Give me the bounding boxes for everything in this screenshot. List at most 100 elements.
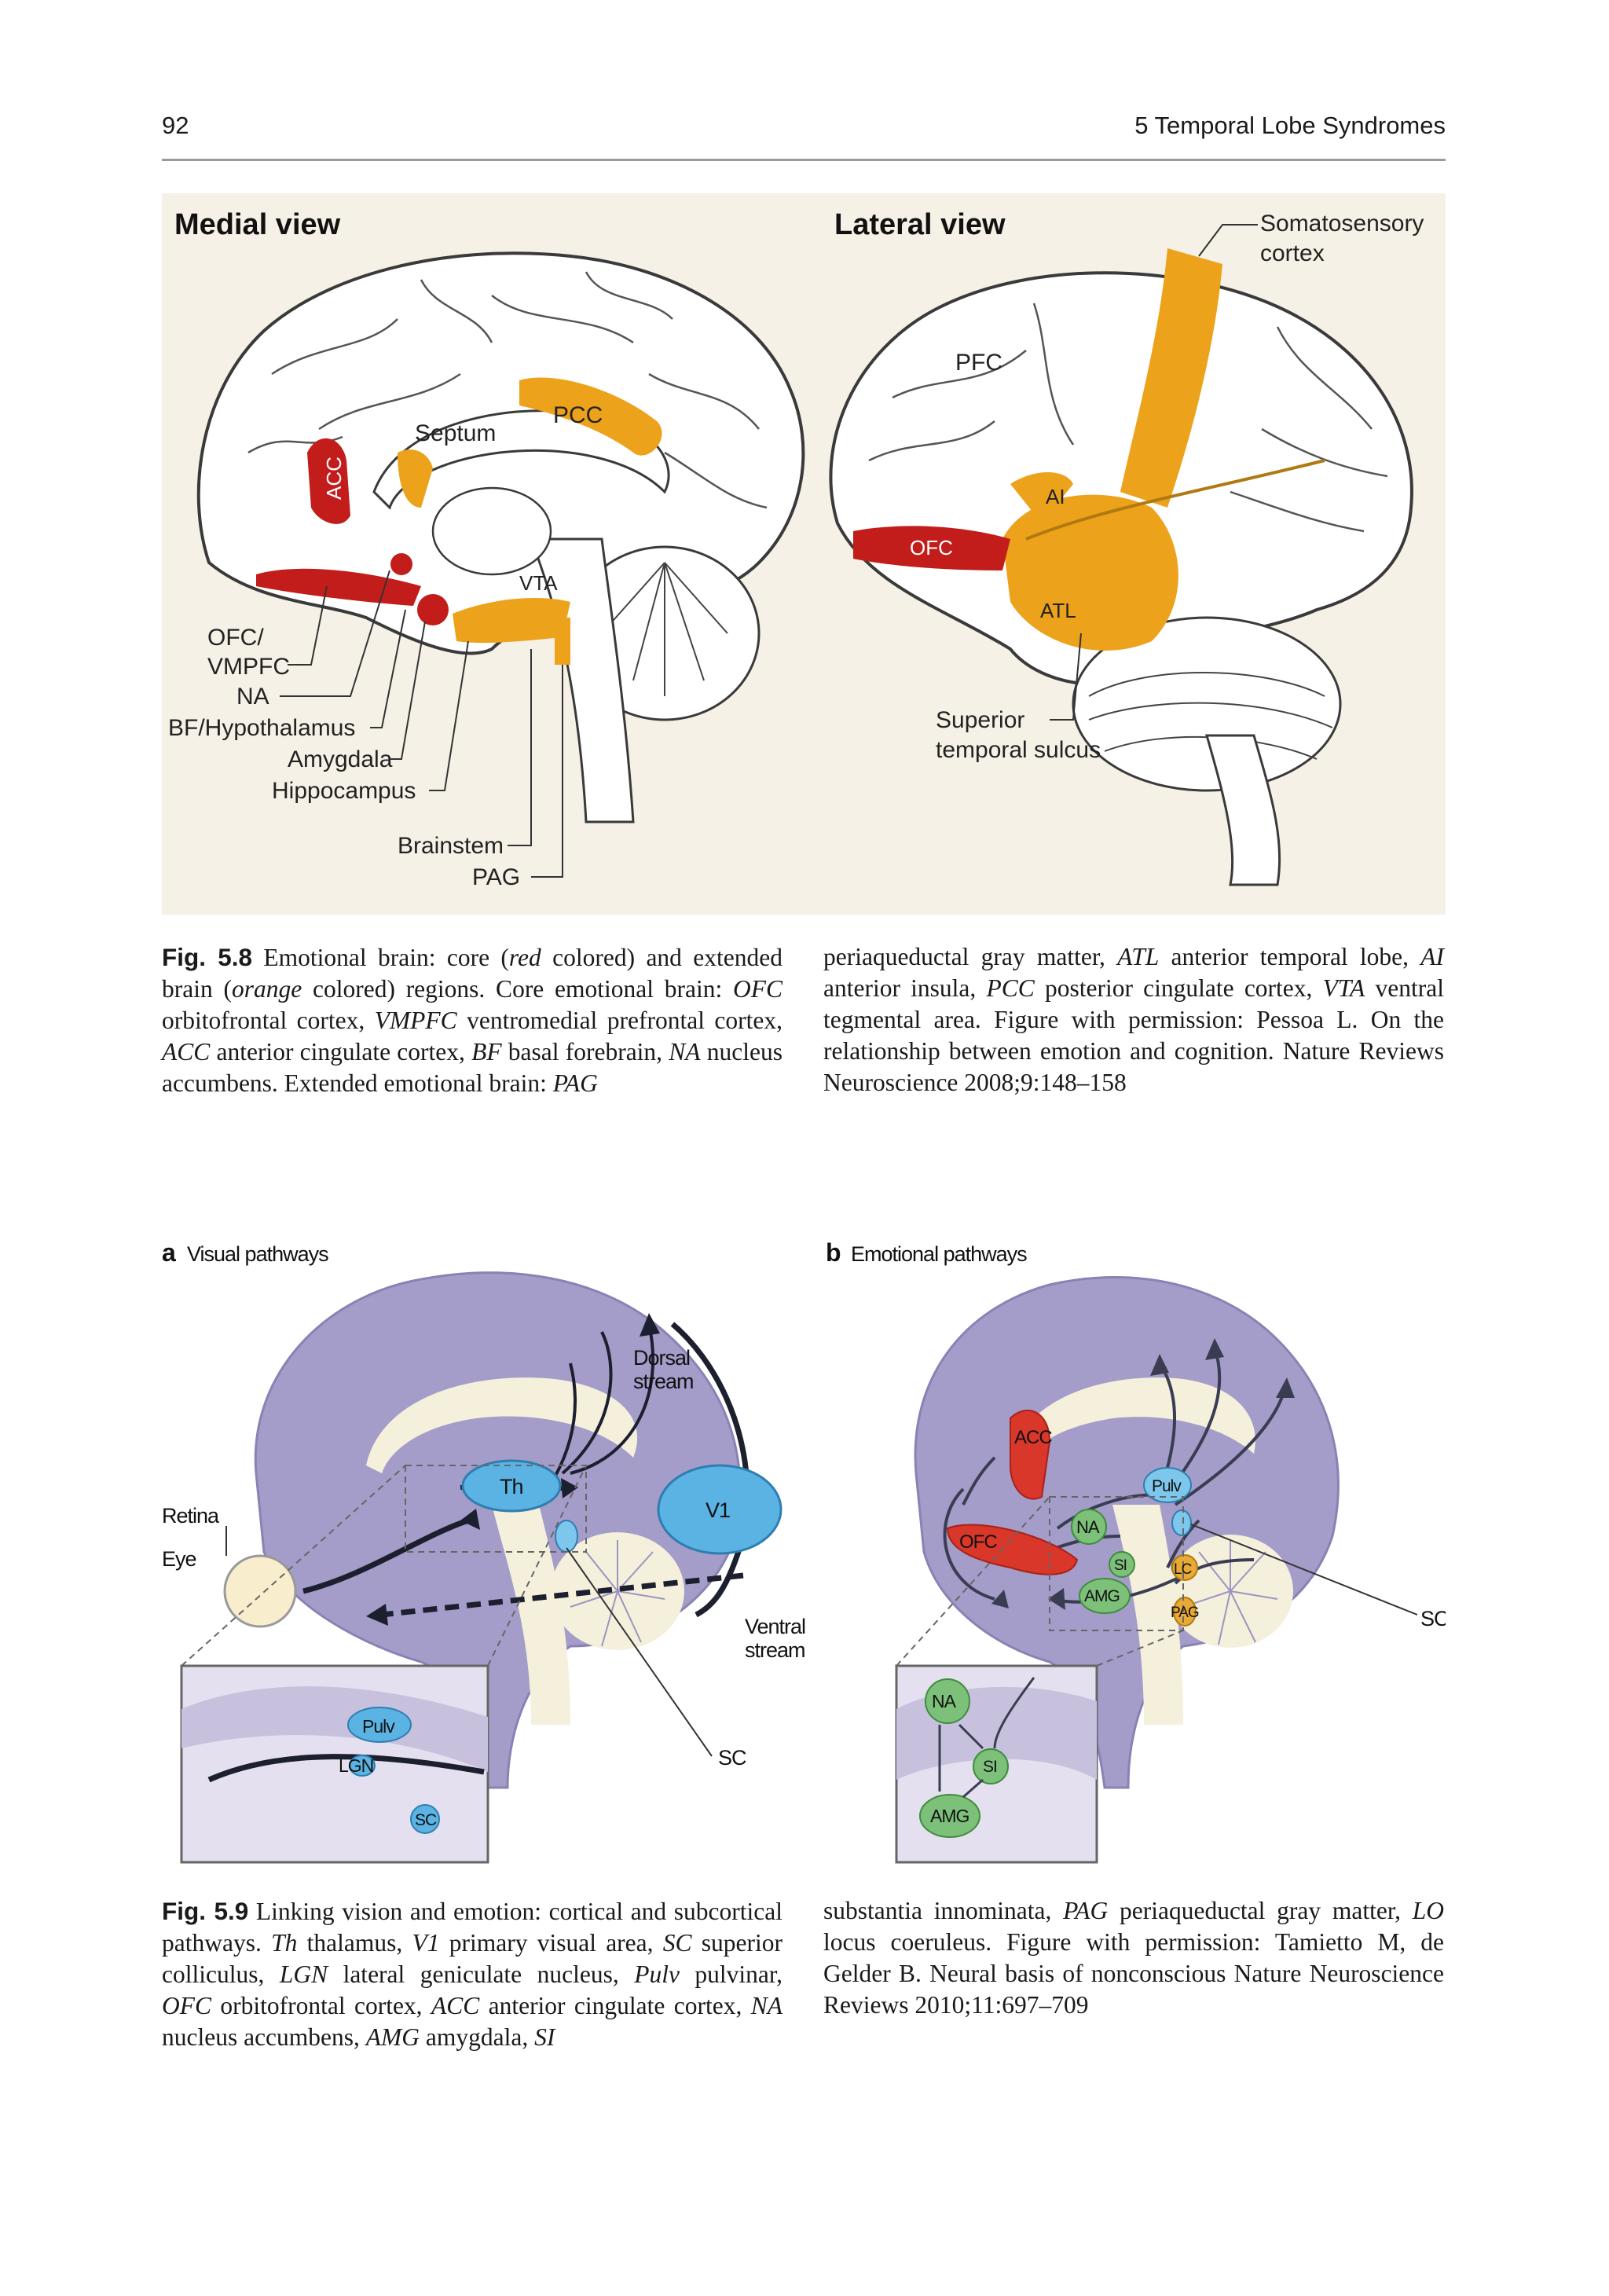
- caption-italic-term: PAG: [552, 1069, 598, 1097]
- cerebellum-folia: [601, 562, 728, 696]
- vta-region: [453, 598, 570, 644]
- panel-b-inset-arrows: [938, 1677, 1035, 1799]
- acc-label: ACC: [322, 457, 346, 500]
- panel-a-inset-tract: [207, 1754, 485, 1783]
- retina-label: Retina: [162, 1504, 220, 1528]
- caption-italic-term: AMG: [365, 2023, 420, 2051]
- amg-node-label: AMG: [1084, 1587, 1120, 1605]
- panel-a-letter: a: [162, 1238, 176, 1267]
- pfc-label: PFC: [955, 350, 1002, 376]
- figure-5-9: a Visual pathways: [162, 1238, 1446, 1874]
- lateral-cerebellum: [1072, 616, 1342, 792]
- page-number: 92: [162, 112, 189, 139]
- ofc-node: [946, 1524, 1079, 1575]
- sts-line: [1025, 459, 1325, 541]
- caption-5-8-left-text: Emotional brain: core (red colored) and …: [162, 944, 783, 1097]
- caption-text-run: orbitofrontal cortex,: [162, 1007, 375, 1034]
- panel-a-cerebellum-folia: [570, 1540, 665, 1647]
- caption-5-8-label: Fig. 5.8: [162, 943, 253, 971]
- caption-italic-term: red: [508, 944, 541, 971]
- caption-text-run: periaqueductal gray matter,: [1108, 1897, 1413, 1924]
- ofc-region: [256, 568, 421, 606]
- caption-text-run: substantia innominata,: [823, 1897, 1064, 1924]
- v1-label: V1: [706, 1498, 730, 1522]
- caption-text-run: thalamus,: [297, 1929, 412, 1957]
- acc-region: [307, 438, 350, 524]
- ai-label: AI: [1046, 485, 1065, 508]
- caption-italic-term: PAG: [1063, 1897, 1109, 1924]
- lateral-view-panel: Lateral view Somatosensory: [829, 208, 1424, 886]
- si-node: [1109, 1551, 1135, 1578]
- na-label: NA: [236, 684, 269, 710]
- ofc-vmpfc-label: OFC/: [207, 625, 264, 651]
- pulv-node: [347, 1707, 412, 1743]
- na-node-label: NA: [1076, 1517, 1100, 1537]
- ventral-stream-label-1: Ventral: [745, 1615, 805, 1638]
- panel-b-title: Emotional pathways: [851, 1242, 1027, 1266]
- caption-5-9-left: Fig. 5.9 Linking vision and emotion: cor…: [162, 1895, 783, 2053]
- amg-node: [1079, 1578, 1131, 1614]
- caption-text-run: primary visual area,: [439, 1929, 663, 1957]
- somatosensory-label-1: Somatosensory: [1260, 211, 1424, 237]
- lgn-node: [349, 1755, 376, 1777]
- septum-region: [398, 449, 433, 508]
- caption-text-run: anterior temporal lobe,: [1159, 943, 1421, 970]
- caption-text-run: pulvinar,: [679, 1960, 783, 1988]
- na-inset-label: NA: [932, 1691, 957, 1711]
- caption-italic-term: Th: [271, 1929, 298, 1957]
- hippocampus-label: Hippocampus: [272, 778, 416, 804]
- lateral-ofc-region: [853, 526, 1010, 570]
- caption-text-run: ventromedial prefrontal cortex,: [456, 1007, 783, 1034]
- medial-view-panel: Medial view: [168, 208, 805, 890]
- somatosensory-region: [1120, 248, 1222, 508]
- vmpfc-label: VMPFC: [207, 654, 290, 680]
- caption-text-run: basal forebrain,: [501, 1038, 669, 1065]
- sts-label-1: Superior: [936, 707, 1024, 733]
- panel-b-sc-label: SC: [1420, 1607, 1446, 1630]
- figure-5-8: Medial view: [162, 193, 1446, 915]
- caption-text-run: anterior insula,: [823, 974, 987, 1002]
- lc-node: [1171, 1554, 1198, 1581]
- caption-text-run: nucleus accumbens. Extended emotional br…: [162, 1038, 783, 1097]
- lc-node-label: LC: [1174, 1561, 1192, 1578]
- caption-text-run: Emotional brain: core (: [252, 944, 509, 971]
- sc-label: SC: [718, 1746, 746, 1770]
- panel-a-inset-guides: [181, 1465, 587, 1667]
- amg-inset-node: [919, 1794, 980, 1838]
- eye-label: Eye: [162, 1547, 196, 1571]
- caption-italic-term: OFC: [733, 975, 783, 1003]
- caption-italic-term: LGN: [279, 1960, 328, 1988]
- panel-a-leader-lines: [225, 1526, 713, 1757]
- na-inset-node: [925, 1678, 970, 1724]
- pag-node: [1173, 1597, 1197, 1627]
- figure-5-8-caption: Fig. 5.8 Emotional brain: core (red colo…: [162, 941, 1446, 1114]
- caption-italic-term: Pulv: [634, 1960, 680, 1988]
- eye-illustration: [223, 1554, 297, 1628]
- pag-label: PAG: [472, 864, 520, 890]
- ofc-node-label: OFC: [959, 1531, 997, 1553]
- bf-hypothalamus-label: BF/Hypothalamus: [168, 715, 355, 741]
- dorsal-stream-label-1: Dorsal: [633, 1346, 690, 1370]
- th-label: Th: [500, 1475, 523, 1498]
- medial-view-title: Medial view: [174, 208, 341, 241]
- caption-italic-term: VTA: [1322, 974, 1365, 1002]
- caption-italic-term: ACC: [162, 1038, 211, 1065]
- sc-inset-node: [410, 1804, 440, 1834]
- panel-a-inset-tissue: [181, 1686, 488, 1772]
- ventral-stream-label-2: stream: [745, 1638, 805, 1662]
- caption-italic-term: AI: [1420, 943, 1444, 970]
- medial-leader-lines: [280, 570, 563, 878]
- figure-5-9-illustration: a Visual pathways: [162, 1238, 1446, 1864]
- caption-italic-term: SC: [662, 1929, 692, 1957]
- caption-text-run: colored) regions. Core emotional brain:: [302, 975, 733, 1003]
- panel-b-sc-node: [1171, 1509, 1192, 1536]
- caption-italic-term: ATL: [1117, 943, 1160, 970]
- caption-italic-term: PCC: [986, 974, 1035, 1002]
- ai-region: [1010, 472, 1073, 523]
- sts-label-2: temporal sulcus: [936, 737, 1101, 763]
- panel-a-arrowheads: [366, 1313, 660, 1626]
- amygdala-region: [417, 594, 449, 625]
- lateral-brainstem: [1205, 734, 1281, 886]
- lateral-gyri-lines: [868, 303, 1388, 533]
- caption-text-run: orbitofrontal cortex,: [211, 1992, 431, 2019]
